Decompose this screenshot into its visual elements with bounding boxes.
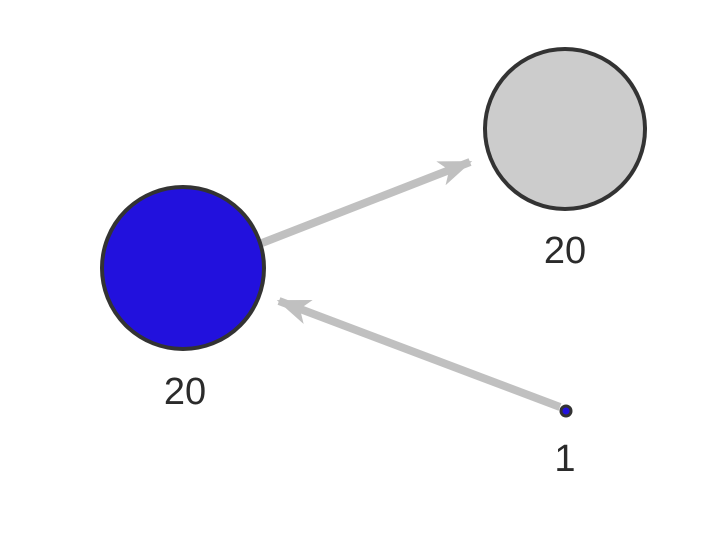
node-dot-small[interactable] <box>559 404 573 418</box>
edge-dot-to-blue <box>276 297 562 411</box>
node-label-blue: 20 <box>164 371 206 413</box>
edge-blue-to-gray <box>260 158 473 247</box>
edges-group <box>260 158 562 411</box>
node-gray-circle[interactable] <box>483 47 647 211</box>
node-label-dot: 1 <box>554 438 575 480</box>
node-label-gray: 20 <box>544 230 586 272</box>
nodes-group <box>100 47 647 418</box>
node-blue-circle[interactable] <box>100 185 266 351</box>
labels-group: 20 20 1 <box>164 230 586 480</box>
